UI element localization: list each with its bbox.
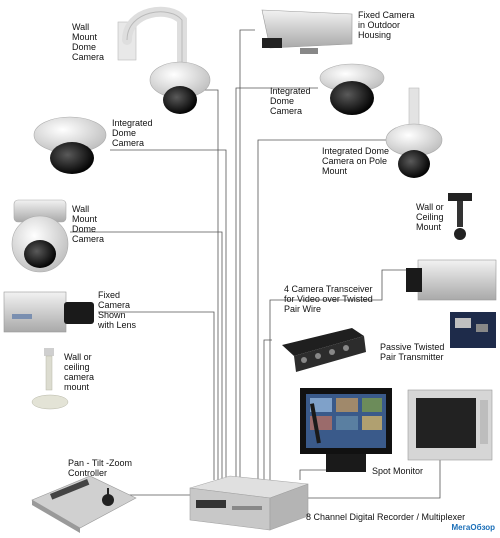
wire-wall-dome-top [200,89,219,480]
label-ptz-controller: Pan - Tilt -Zoom Controller [68,458,133,478]
transceiver-icon [282,328,366,372]
wiring [70,29,441,499]
transmitter-icon [450,312,496,348]
label-dvr: 8 Channel Digital Recorder / Multiplexer [306,512,466,522]
wire-right-camera [269,269,430,480]
keyboard-controller-icon [31,475,137,533]
label-fixed-lens: Fixed Camera Shown with Lens [98,290,137,330]
wire-transceiver [263,339,272,480]
wire-fixed-lens [98,311,215,480]
label-integrated-dome-left: Integrated Dome Camera [112,118,153,148]
watermark-logo: МегаОбзор [451,523,495,532]
wire-wall-dome-mid [70,231,223,480]
mount-bracket-icon [448,193,472,240]
dome-camera-icon [385,87,443,178]
wire-pole-dome [257,139,392,480]
label-spot-monitor: Spot Monitor [372,466,424,476]
dome-camera-icon [33,116,107,174]
wire-integrated-dome-left [110,149,227,480]
label-wall-ceiling-mount-left: Wall or ceiling camera mount [64,352,95,392]
outdoor-camera-icon [261,9,353,54]
wire-fixed-outdoor [239,29,255,480]
label-integrated-dome-right: Integrated Dome Camera [270,86,311,116]
wire-integrated-dome-right [235,87,318,480]
label-integrated-dome-pole: Integrated Dome Camera on Pole Mount [322,146,390,176]
label-wall-ceiling-mount-right: Wall or Ceiling Mount [416,202,444,232]
monitor-icon [407,389,493,461]
mount-bracket-icon [31,348,69,410]
label-fixed-outdoor: Fixed Camera in Outdoor Housing [358,10,415,40]
box-camera-icon [3,291,94,333]
label-passive-transmitter: Passive Twisted Pair Transmitter [380,342,445,362]
box-camera-icon [406,259,497,301]
label-transceiver: 4 Camera Transceiver for Video over Twis… [284,284,373,314]
dome-camera-icon [117,6,211,114]
dome-camera-icon [319,63,385,115]
wire-monitor [299,469,330,480]
dome-camera-icon [11,199,69,273]
label-wall-dome-mid: Wall Mount Dome Camera [72,204,105,244]
monitor-icon [300,388,392,472]
wire-spot-monitor [300,448,441,499]
label-wall-dome-top: Wall Mount Dome Camera [72,22,105,62]
recorder-icon [189,475,309,531]
